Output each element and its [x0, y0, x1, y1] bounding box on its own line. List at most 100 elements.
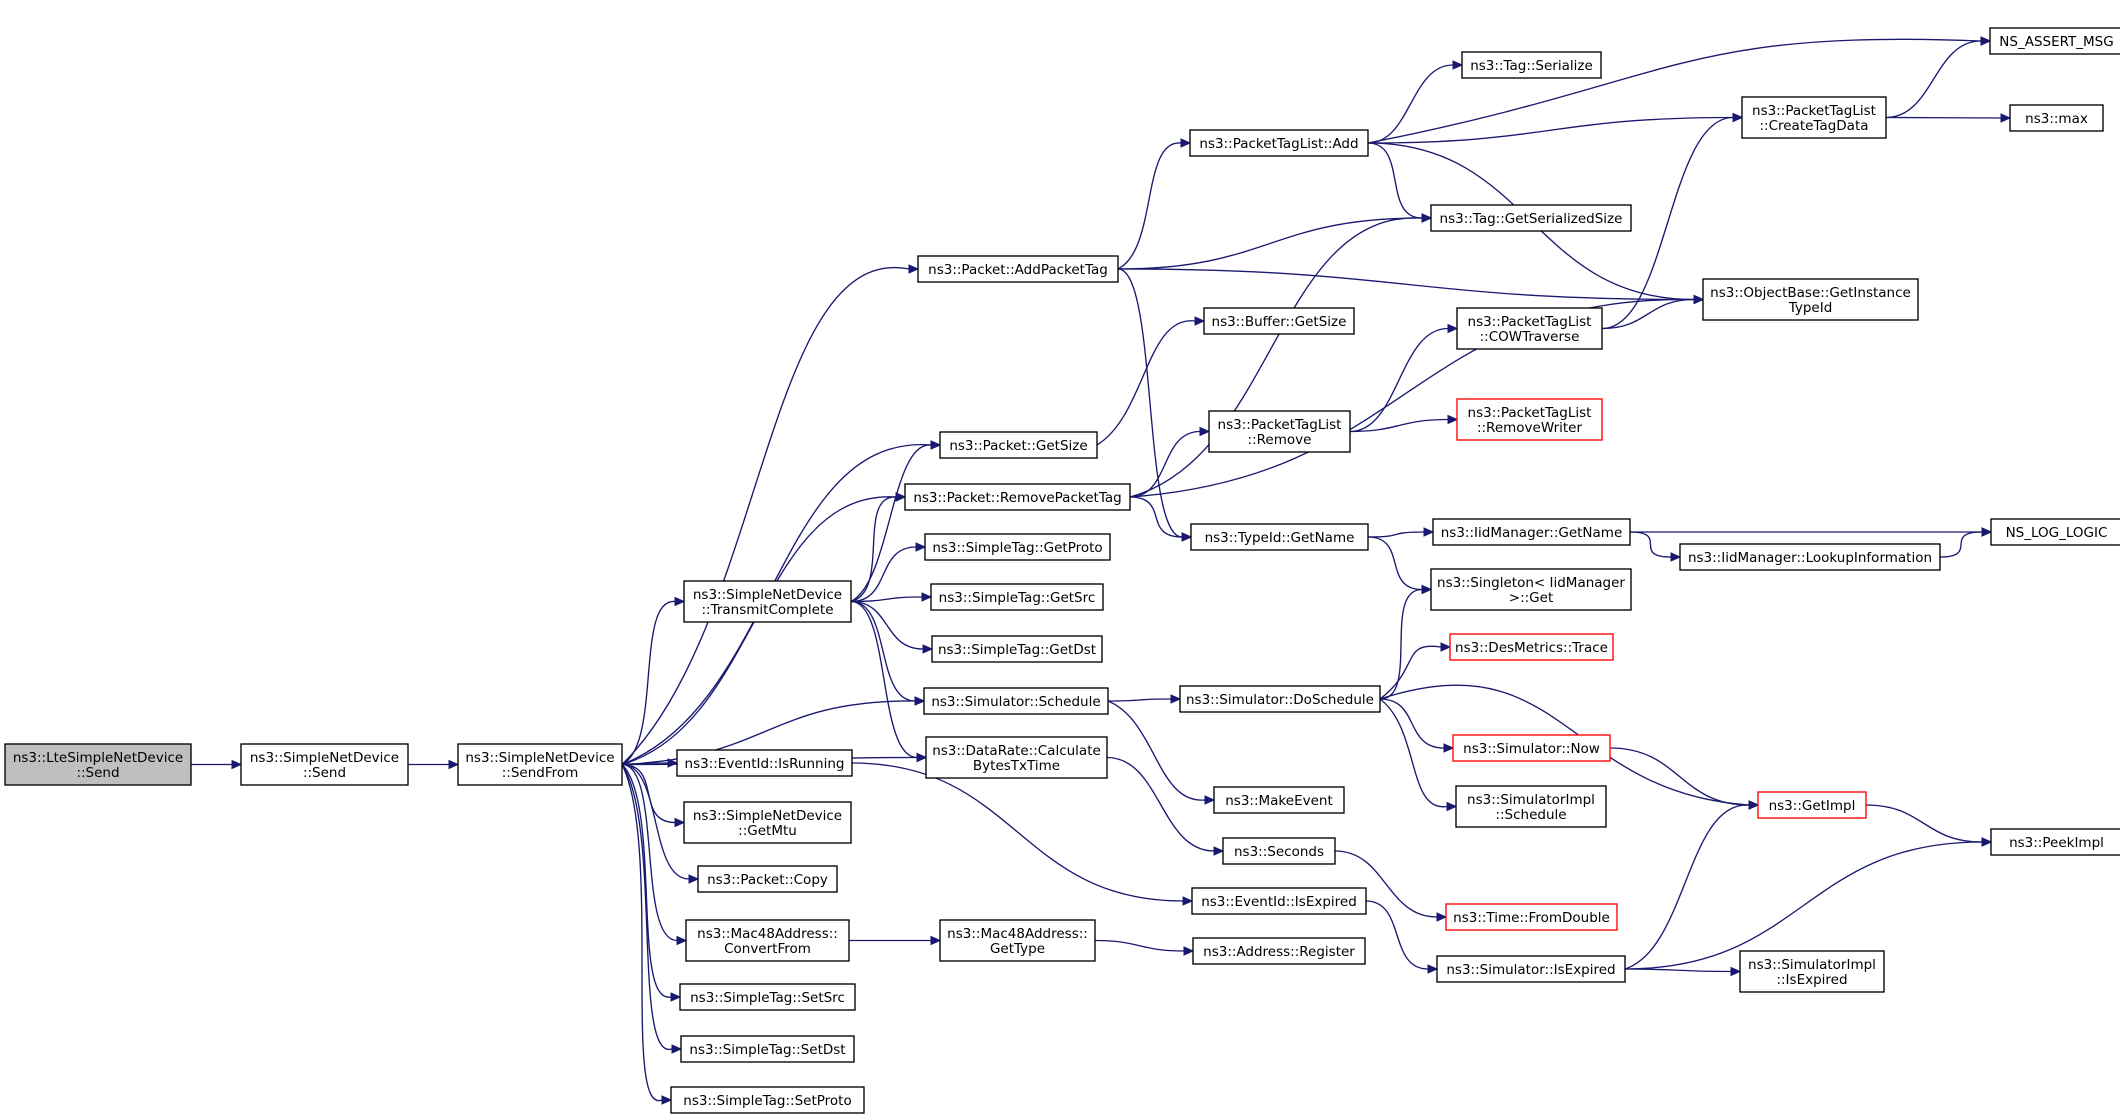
node-simpletag_setdst[interactable]: ns3::SimpleTag::SetDst — [680, 1035, 855, 1063]
node-sim_now[interactable]: ns3::Simulator::Now — [1452, 734, 1611, 762]
node-simpletag_getsrc[interactable]: ns3::SimpleTag::GetSrc — [930, 583, 1104, 611]
node-ptl_remove[interactable]: ns3::PacketTagList::Remove — [1208, 410, 1351, 453]
edge-arrowhead — [1427, 964, 1439, 974]
node-simpletag_getproto[interactable]: ns3::SimpleTag::GetProto — [924, 533, 1111, 561]
edge-line — [1094, 939, 1185, 952]
edge-line — [1379, 698, 1448, 808]
edge-arrowhead — [231, 759, 243, 770]
node-box — [1430, 204, 1632, 232]
edge-snd_sendfrom-to-pkt_removepackettag — [621, 492, 907, 766]
node-simpletag_setproto[interactable]: ns3::SimpleTag::SetProto — [670, 1086, 865, 1114]
node-eventid_isexpired[interactable]: ns3::EventId::IsExpired — [1191, 887, 1367, 915]
node-box — [1456, 398, 1603, 441]
edge-sim_doschedule-to-simimpl_schedule — [1379, 698, 1458, 812]
node-sim_schedule[interactable]: ns3::Simulator::Schedule — [923, 687, 1109, 715]
node-simimpl_schedule[interactable]: ns3::SimulatorImpl::Schedule — [1455, 785, 1607, 828]
edge-line — [1117, 142, 1182, 270]
edge-ptl_cowtraverse-to-objbase_getinstancetypeid — [1601, 294, 1705, 330]
edge-line — [621, 266, 910, 765]
edge-arrowhead — [916, 752, 928, 763]
node-box — [683, 580, 852, 623]
node-eventid_isrunning[interactable]: ns3::EventId::IsRunning — [676, 749, 853, 777]
node-label: >::Get — [1509, 590, 1553, 606]
node-snd_getmtu[interactable]: ns3::SimpleNetDevice::GetMtu — [683, 801, 852, 844]
node-lte_send[interactable]: ns3::LteSimpleNetDevice::Send — [4, 743, 192, 786]
edge-arrowhead — [1981, 837, 1993, 847]
edge-line — [1367, 536, 1423, 591]
node-iidmgr_lookupinfo[interactable]: ns3::IidManager::LookupInformation — [1679, 543, 1941, 571]
edge-arrowhead — [674, 596, 686, 607]
node-address_register[interactable]: ns3::Address::Register — [1192, 937, 1366, 965]
node-makeevent[interactable]: ns3::MakeEvent — [1213, 786, 1345, 814]
edge-line — [621, 764, 663, 1102]
edge-line — [1349, 327, 1449, 433]
edge-snd_transmitcomplete-to-simpletag_getproto — [850, 542, 927, 603]
edge-snd_transmitcomplete-to-datarate_calc — [850, 600, 928, 763]
node-label: ns3::Buffer::GetSize — [1212, 314, 1347, 330]
node-snd_transmitcomplete[interactable]: ns3::SimpleNetDevice::TransmitComplete — [683, 580, 852, 623]
node-pkt_getsize[interactable]: ns3::Packet::GetSize — [939, 431, 1098, 459]
node-label: ns3::SimpleTag::GetProto — [932, 540, 1102, 556]
node-snd_sendfrom[interactable]: ns3::SimpleNetDevice::SendFrom — [457, 743, 623, 786]
node-ptl_cowtraverse[interactable]: ns3::PacketTagList::COWTraverse — [1456, 307, 1603, 350]
edge-mac48_convertfrom-to-mac48_gettype — [849, 935, 942, 946]
node-simimpl_isexpired[interactable]: ns3::SimulatorImpl::IsExpired — [1739, 950, 1885, 993]
node-box — [4, 743, 192, 786]
node-singleton_get[interactable]: ns3::Singleton< IidManager>::Get — [1430, 568, 1632, 611]
node-typeid_getname[interactable]: ns3::TypeId::GetName — [1190, 523, 1369, 551]
node-simpletag_setsrc[interactable]: ns3::SimpleTag::SetSrc — [679, 983, 856, 1011]
node-desmetrics_trace[interactable]: ns3::DesMetrics::Trace — [1449, 633, 1614, 661]
node-label: NS_LOG_LOGIC — [2006, 525, 2108, 541]
edge-arrowhead — [667, 758, 679, 768]
node-ptl_removewriter[interactable]: ns3::PacketTagList::RemoveWriter — [1456, 398, 1603, 441]
node-label: ns3::DesMetrics::Trace — [1455, 640, 1608, 656]
node-box — [1430, 568, 1632, 611]
node-label: ns3::PacketTagList — [1752, 103, 1876, 119]
node-box — [1757, 791, 1867, 819]
node-tag_getserializedsize[interactable]: ns3::Tag::GetSerializedSize — [1430, 204, 1632, 232]
node-ns3_max[interactable]: ns3::max — [2009, 104, 2104, 132]
node-box — [930, 583, 1104, 611]
node-ptl_add[interactable]: ns3::PacketTagList::Add — [1189, 129, 1369, 157]
node-label: ns3::SimpleTag::SetSrc — [690, 990, 845, 1006]
edge-arrowhead — [688, 874, 700, 884]
node-tag_serialize[interactable]: ns3::Tag::Serialize — [1461, 51, 1602, 79]
edge-line — [1367, 142, 1423, 219]
node-pkt_addpackettag[interactable]: ns3::Packet::AddPacketTag — [917, 255, 1119, 283]
node-buffer_getsize[interactable]: ns3::Buffer::GetSize — [1203, 307, 1355, 335]
edge-snd_sendfrom-to-snd_getmtu — [621, 763, 686, 828]
node-peekimpl[interactable]: ns3::PeekImpl — [1990, 828, 2120, 856]
edge-arrowhead — [1199, 426, 1211, 437]
edge-arrowhead — [1421, 584, 1433, 595]
node-label: ns3::SimulatorImpl — [1748, 957, 1876, 973]
edge-line — [1939, 531, 1983, 558]
node-time_fromdouble[interactable]: ns3::Time::FromDouble — [1445, 903, 1618, 931]
node-mac48_gettype[interactable]: ns3::Mac48Address::GetType — [939, 919, 1096, 962]
node-simpletag_getdst[interactable]: ns3::SimpleTag::GetDst — [931, 635, 1103, 663]
node-mac48_convertfrom[interactable]: ns3::Mac48Address::ConvertFrom — [685, 919, 850, 962]
node-snd_send[interactable]: ns3::SimpleNetDevice::Send — [240, 743, 409, 786]
node-ptl_createtagdata[interactable]: ns3::PacketTagList::CreateTagData — [1741, 96, 1887, 139]
edge-ptl_add-to-ns_assert_msg — [1367, 36, 1992, 144]
node-box — [1222, 837, 1336, 865]
node-label: ::GetMtu — [738, 823, 797, 839]
node-label: ns3::Simulator::Now — [1463, 741, 1600, 757]
node-getimpl[interactable]: ns3::GetImpl — [1757, 791, 1867, 819]
edge-line — [1117, 268, 1183, 538]
node-pkt_copy[interactable]: ns3::Packet::Copy — [697, 865, 838, 893]
edge-line — [850, 600, 918, 759]
node-ns_assert_msg[interactable]: NS_ASSERT_MSG — [1989, 27, 2120, 55]
node-sim_doschedule[interactable]: ns3::Simulator::DoSchedule — [1179, 685, 1381, 713]
node-label: ns3::Packet::Copy — [707, 872, 828, 888]
edge-line — [1601, 298, 1695, 330]
node-sim_isexpired[interactable]: ns3::Simulator::IsExpired — [1436, 955, 1626, 983]
edge-line — [621, 762, 669, 766]
node-box — [676, 749, 853, 777]
node-ns_log_logic[interactable]: NS_LOG_LOGIC — [1990, 518, 2120, 546]
node-box — [457, 743, 623, 786]
node-pkt_removepackettag[interactable]: ns3::Packet::RemovePacketTag — [904, 483, 1131, 511]
node-seconds[interactable]: ns3::Seconds — [1222, 837, 1336, 865]
node-iidmgr_getname[interactable]: ns3::IidManager::GetName — [1432, 518, 1631, 546]
